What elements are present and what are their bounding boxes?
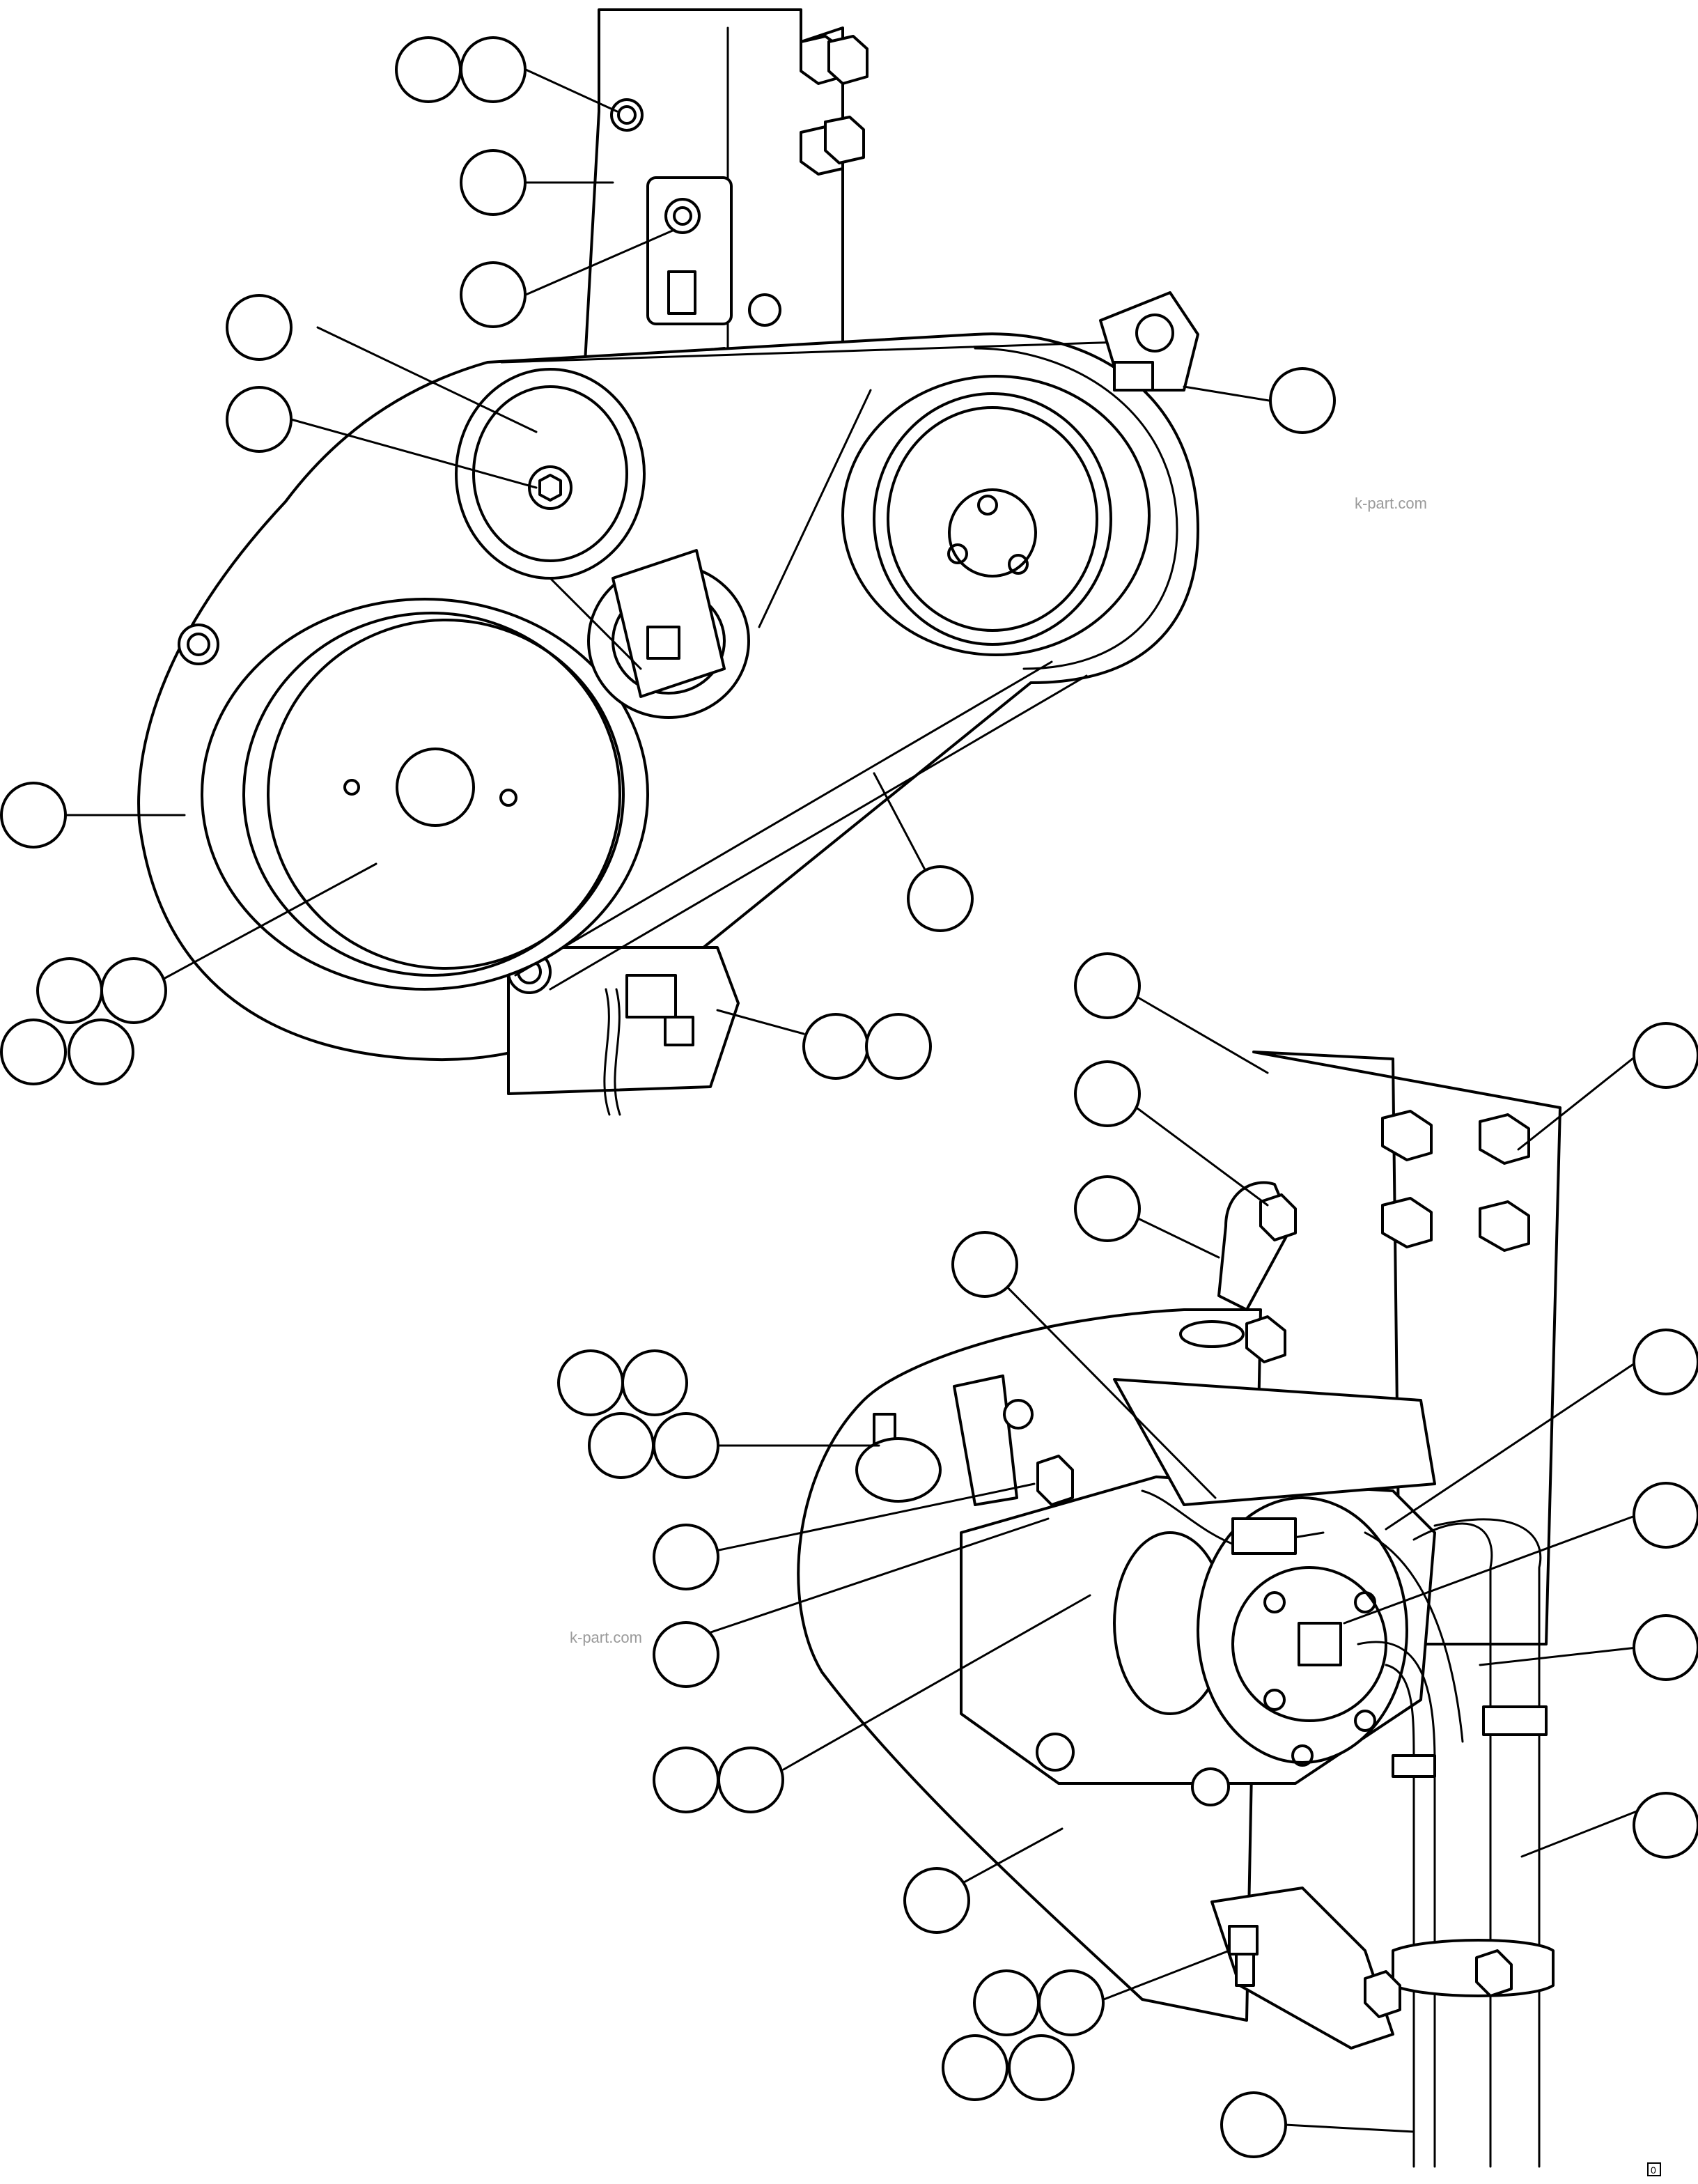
callout [226,386,293,453]
ac-hoses [1357,1518,1542,2168]
callout [942,2034,1008,2101]
callout [1074,1175,1141,1242]
driven-pulley [841,375,1151,656]
leader-lines [65,68,1638,2133]
figure-code: 0 [1651,2164,1656,2176]
callout [1269,367,1336,434]
watermark-left: k-part.com [570,1629,642,1646]
watermark-top: k-part.com [1355,495,1427,512]
callout [1220,2091,1287,2158]
callout [226,294,293,361]
crank-pulley [201,598,649,991]
callout [865,1013,932,1080]
plate-bolts [748,35,869,327]
callout [1633,1614,1698,1681]
callout [1633,1792,1698,1859]
callout [717,1747,784,1813]
callout [0,782,67,849]
callout [460,149,527,216]
callout [653,1747,719,1813]
callout [1038,1969,1105,2036]
ac-compressor [960,1378,1436,1806]
callout [588,1412,655,1479]
callout [653,1524,719,1590]
callout [903,1867,970,1934]
callout [557,1349,624,1416]
callout-circles [0,36,1698,2158]
upper-assembly [137,8,1199,1116]
callout [802,1013,869,1080]
lower-mounting-plate [1252,1051,1561,1645]
lower-plate-bolts [1381,1110,1530,1252]
drive-belt [500,340,1144,991]
callout [621,1349,688,1416]
callout [951,1231,1018,1298]
callout [100,957,167,1024]
callout [1074,952,1141,1019]
callout [907,865,974,932]
callout [1633,1022,1698,1089]
callout [1074,1060,1141,1127]
callout [973,1969,1040,2036]
callout [1633,1482,1698,1549]
callout [460,261,527,328]
callout [1008,2034,1075,2101]
callout [1633,1329,1698,1395]
callout [653,1621,719,1688]
callout [460,36,527,103]
callout [0,1019,67,1085]
callout [395,36,462,103]
callout [653,1412,719,1479]
lower-assembly [797,1051,1561,2168]
tensioner [455,368,750,719]
callout [68,1019,134,1085]
callout [36,957,103,1024]
